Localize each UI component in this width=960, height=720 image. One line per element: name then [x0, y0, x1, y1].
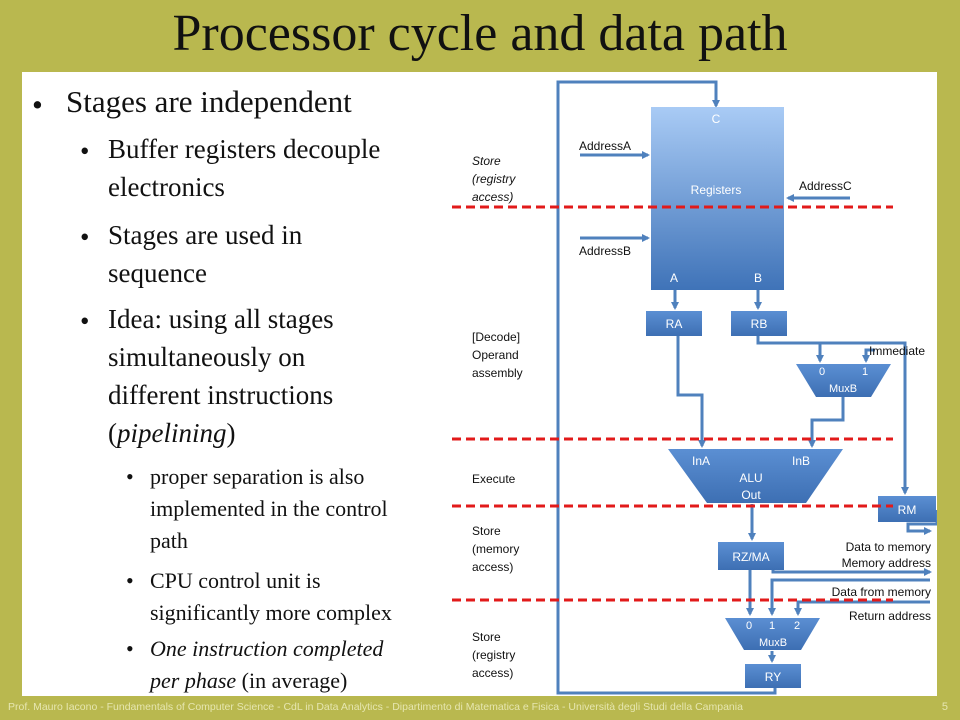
rb-register — [731, 311, 787, 336]
rb-label: RB — [751, 317, 768, 331]
stage5-line2: (registry — [472, 648, 515, 662]
page-number: 5 — [941, 701, 948, 713]
immediate-label: Immediate — [869, 344, 925, 358]
stage3-line1: Execute — [472, 472, 516, 486]
mem-addr-wire — [771, 568, 932, 576]
bullet-dot: • — [126, 636, 134, 661]
footer-text: Prof. Mauro Iacono - Fundamentals of Com… — [8, 701, 743, 713]
stage4-line1: Store — [472, 524, 501, 538]
stage5-line1: Store — [472, 630, 501, 644]
ry-register — [745, 664, 801, 688]
bullet-l1: Stages are independent — [66, 84, 352, 119]
address-b-label: AddressB — [579, 244, 631, 258]
bullet-l3a-1: proper separation is also — [150, 464, 365, 489]
bullet-dot: • — [32, 87, 43, 122]
rm-label: RM — [898, 503, 917, 517]
return-addr-wire — [794, 600, 930, 616]
muxb-result-in1: 1 — [769, 620, 775, 632]
muxb-operand-in0: 0 — [819, 366, 825, 378]
stage2-line2: Operand — [472, 348, 519, 362]
ry-label: RY — [765, 670, 781, 684]
return-address-label: Return address — [849, 609, 931, 623]
bullet-dot: • — [126, 464, 134, 489]
bullet-l3a-3: path — [150, 528, 188, 553]
bullet-l2c-2: simultaneously on — [108, 342, 306, 372]
ra-label: RA — [666, 317, 683, 331]
muxb-result-in0: 0 — [746, 620, 752, 632]
ra-to-alu-wire — [676, 336, 706, 448]
muxb-result-in2: 2 — [794, 620, 800, 632]
bullet-l3a-2: implemented in the control — [150, 496, 388, 521]
bullet-l2a-1: Buffer registers decouple — [108, 134, 381, 164]
stage5-line3: access) — [472, 666, 513, 680]
bullet-dot: • — [126, 568, 134, 593]
alu-in-b: InB — [792, 454, 810, 468]
immediate-wire — [862, 348, 875, 363]
rzma-register — [718, 542, 784, 570]
rb-to-rm-wire — [756, 336, 909, 495]
registers-block — [651, 107, 784, 290]
stage1-line2: (registry — [472, 172, 516, 186]
stage-labels: Store (registry access) [Decode] Operand… — [472, 154, 523, 680]
bullet-l3c-1: One instruction completed — [150, 636, 384, 661]
bullet-l2c-1: Idea: using all stages — [108, 304, 334, 334]
reg-a-port: A — [670, 271, 678, 285]
registers-label: Registers — [691, 183, 742, 197]
slide-title: Processor cycle and data path — [172, 5, 788, 62]
bullet-l3b-2: significantly more complex — [150, 600, 392, 625]
memory-address-label: Memory address — [842, 556, 931, 570]
muxb-operand — [796, 364, 891, 397]
data-from-memory-label: Data from memory — [832, 585, 931, 599]
writeback-wire — [556, 80, 777, 695]
stage4-line3: access) — [472, 560, 513, 574]
data-to-memory-label: Data to memory — [846, 540, 931, 554]
stage1-line3: access) — [472, 190, 513, 204]
stage2-line1: [Decode] — [472, 330, 520, 344]
address-c-label: AddressC — [799, 179, 852, 193]
alu-label: ALU — [739, 471, 762, 485]
stage4-line2: (memory — [472, 542, 519, 556]
data-from-mem-wire — [768, 578, 930, 616]
mux-to-alu-wire — [808, 397, 845, 448]
stage2-line3: assembly — [472, 366, 523, 380]
bullet-dot: • — [80, 222, 90, 252]
bullet-dot: • — [80, 136, 90, 166]
reg-b-port: B — [754, 271, 762, 285]
rm-register — [878, 496, 936, 522]
muxb-result-label: MuxB — [759, 637, 787, 649]
bullet-l3c-2: per phase (in average) — [150, 668, 348, 693]
muxb-operand-label: MuxB — [829, 383, 857, 395]
address-a-label: AddressA — [579, 139, 631, 153]
ra-register — [646, 311, 702, 336]
bullet-l2a-2: electronics — [108, 172, 225, 202]
bullet-l2c-4: (pipelining) — [108, 418, 236, 448]
alu-in-a: InA — [692, 454, 710, 468]
bullet-dot: • — [80, 306, 90, 336]
rm-out-wire — [906, 510, 937, 535]
wires — [556, 80, 937, 695]
content-panel: • Stages are independent • Buffer regist… — [22, 72, 937, 696]
stage1-line1: Store — [472, 154, 501, 168]
datapath-diagram: Store (registry access) [Decode] Operand… — [452, 80, 937, 695]
alu-block — [668, 449, 843, 503]
alu-out: Out — [741, 488, 761, 502]
stage-separators — [452, 205, 893, 602]
muxb-result — [725, 618, 820, 650]
bullet-l2b-1: Stages are used in — [108, 220, 303, 250]
reg-c-port: C — [712, 112, 721, 126]
bullet-l2c-3: different instructions — [108, 380, 334, 410]
bullet-l2b-2: sequence — [108, 258, 207, 288]
bullet-l3b-1: CPU control unit is — [150, 568, 321, 593]
rzma-label: RZ/MA — [732, 550, 769, 564]
muxb-operand-in1: 1 — [862, 366, 868, 378]
